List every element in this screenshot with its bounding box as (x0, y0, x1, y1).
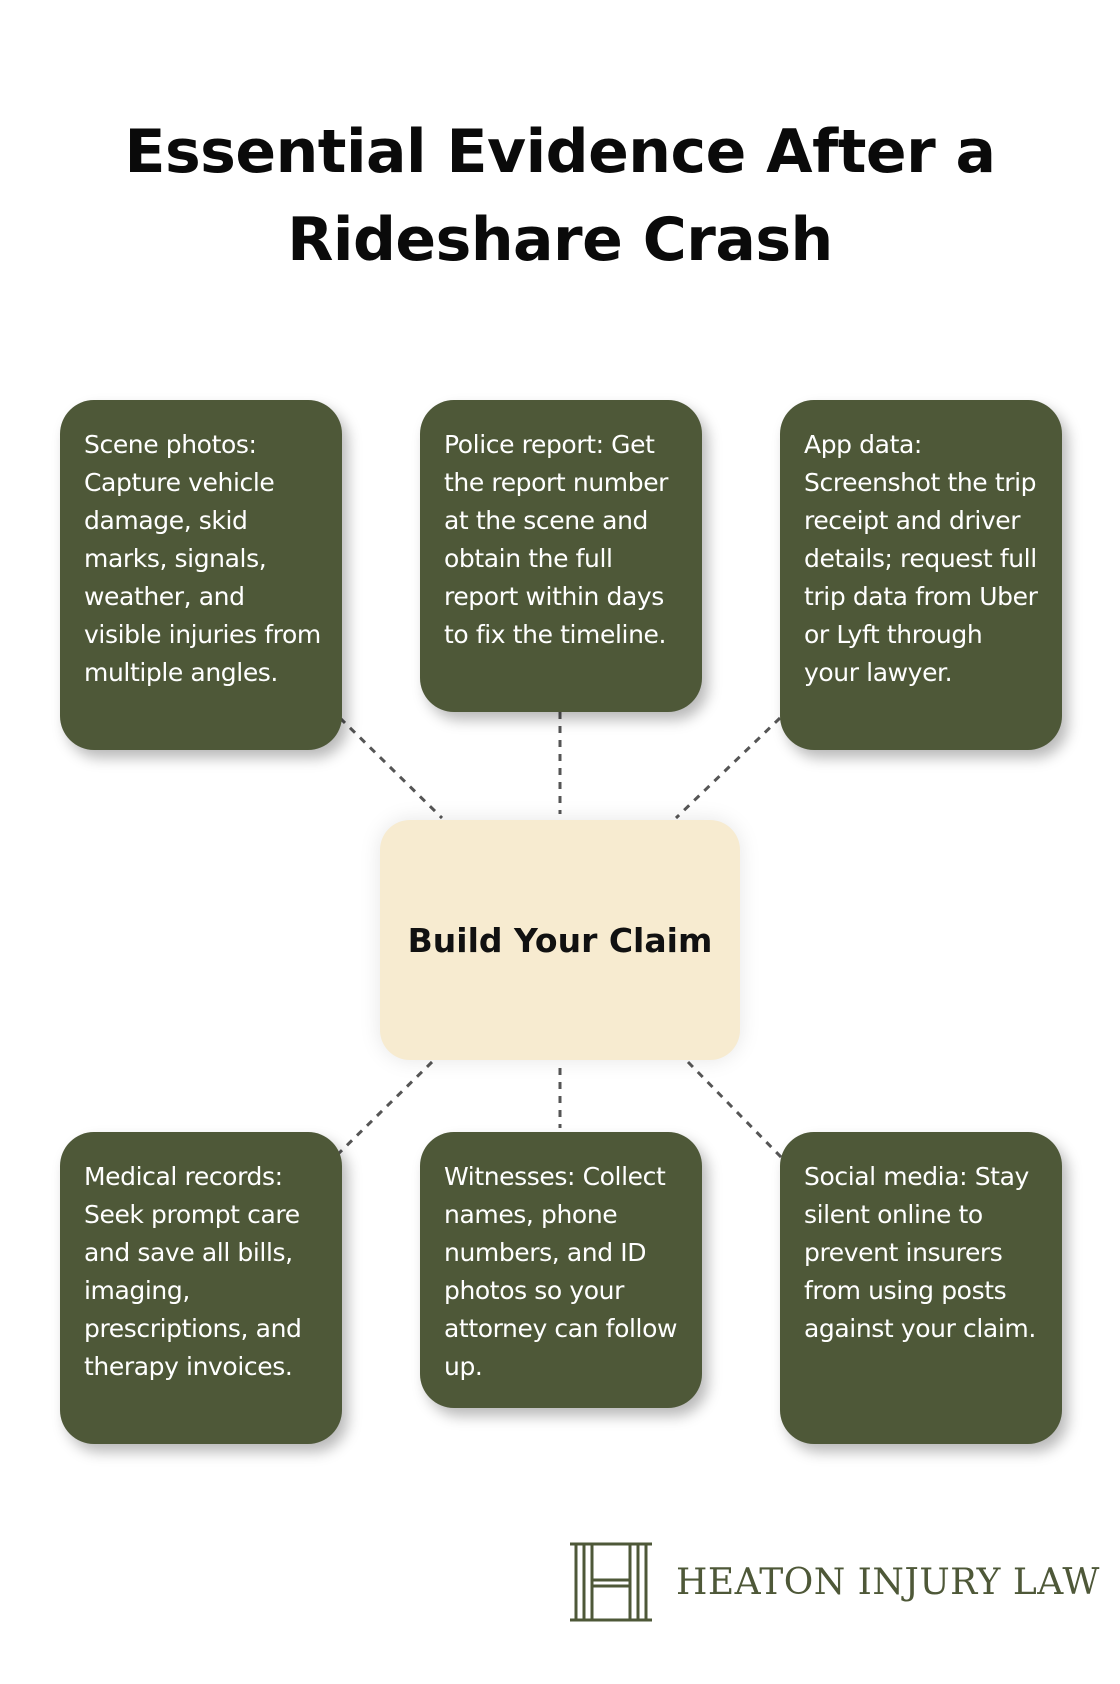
page-title: Essential Evidence After a Rideshare Cra… (124, 117, 996, 275)
card-text: Witnesses: Collect names, phone numbers,… (444, 1162, 678, 1381)
law-firm-logo: HEATON INJURY LAW (568, 1542, 1100, 1622)
card-text: Medical records: Seek prompt care and sa… (84, 1162, 302, 1381)
card-social-media: Social media: Stay silent online to prev… (780, 1132, 1062, 1444)
card-medical-records: Medical records: Seek prompt care and sa… (60, 1132, 342, 1444)
h-monogram-icon (570, 1542, 652, 1622)
connector-scene-photos (338, 716, 444, 820)
hub-label: Build Your Claim (407, 920, 713, 960)
central-hub: Build Your Claim (380, 820, 740, 1060)
card-text: Scene photos: Capture vehicle damage, sk… (84, 430, 321, 687)
logo-text: HEATON INJURY LAW (676, 1561, 1100, 1603)
card-scene-photos: Scene photos: Capture vehicle damage, sk… (60, 400, 342, 750)
connector-app-data (674, 716, 782, 820)
connector-medical-records (332, 1060, 434, 1160)
card-police-report: Police report: Get the report number at … (420, 400, 702, 712)
card-text: App data: Screenshot the trip receipt an… (804, 430, 1038, 687)
card-witnesses: Witnesses: Collect names, phone numbers,… (420, 1132, 702, 1408)
card-text: Social media: Stay silent online to prev… (804, 1162, 1036, 1343)
card-app-data: App data: Screenshot the trip receipt an… (780, 400, 1062, 750)
connector-social-media (686, 1060, 784, 1160)
card-text: Police report: Get the report number at … (444, 430, 669, 649)
